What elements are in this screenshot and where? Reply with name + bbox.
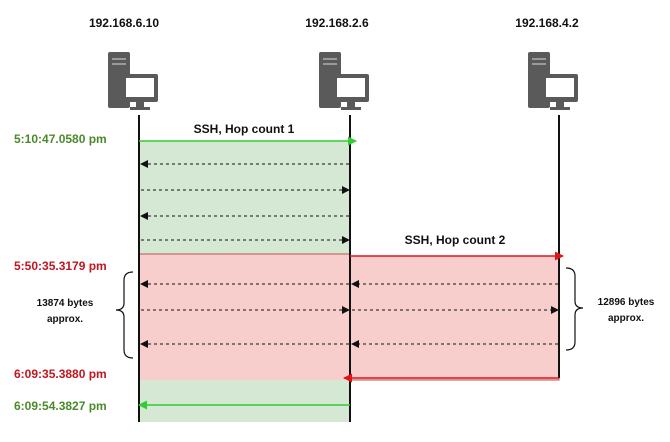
ssh-hop1-label: SSH, Hop count 1	[194, 122, 295, 136]
timestamp-t1: 5:10:47.0580 pm	[14, 132, 107, 146]
ssh-hop2-label: SSH, Hop count 2	[405, 233, 506, 247]
timestamp-t2: 5:50:35.3179 pm	[14, 259, 107, 273]
green-region-bottom	[139, 380, 350, 422]
host-label-3: 192.168.4.2	[515, 16, 579, 30]
computer-icon	[108, 52, 158, 110]
timestamp-t4: 6:09:54.3827 pm	[14, 399, 107, 413]
host-label-1: 192.168.6.10	[89, 16, 159, 30]
right-brace	[565, 267, 584, 351]
right-note-line1: 12896 bytes	[598, 297, 655, 308]
left-note-line2: approx.	[47, 314, 83, 325]
host-label-2: 192.168.2.6	[305, 16, 369, 30]
red-region-right	[349, 255, 560, 381]
red-region-left	[139, 254, 350, 380]
green-region-hop1	[139, 141, 350, 254]
left-brace	[115, 271, 134, 359]
timestamp-t3: 6:09:35.3880 pm	[14, 367, 107, 381]
left-note-line1: 13874 bytes	[37, 298, 94, 309]
computer-icon	[528, 52, 578, 110]
computer-icon	[319, 52, 369, 110]
right-note-line2: approx.	[608, 313, 644, 324]
